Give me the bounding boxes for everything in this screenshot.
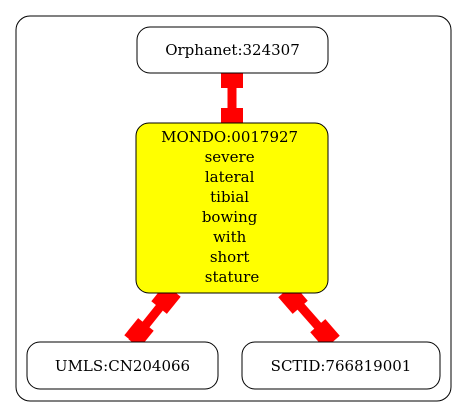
node-box [135, 122, 329, 294]
edge-end-cap [310, 319, 340, 349]
node-mondo[interactable]: MONDO:0017927 severe lateral tibial bowi… [135, 122, 329, 294]
node-label-line: bowing [202, 208, 258, 226]
node-label-line: short [210, 248, 250, 266]
node-label: SCTID:766819001 [271, 357, 412, 375]
node-label: Orphanet:324307 [165, 41, 300, 59]
node-label-line: with [213, 228, 247, 246]
node-label-line: MONDO:0017927 [161, 128, 298, 146]
node-label-line: severe [205, 148, 255, 166]
node-label-line: stature [205, 268, 260, 286]
node-label: UMLS:CN204066 [55, 357, 190, 375]
node-box [241, 341, 441, 390]
node-sctid[interactable]: SCTID:766819001 [241, 341, 441, 390]
node-box [26, 341, 219, 390]
edge-end-cap [124, 318, 154, 348]
node-orphanet[interactable]: Orphanet:324307 [136, 26, 329, 74]
node-label-line: tibial [210, 188, 249, 206]
node-umls[interactable]: UMLS:CN204066 [26, 341, 219, 390]
node-label-line: lateral [205, 168, 255, 186]
node-box [136, 26, 329, 74]
node-label: MONDO:0017927 severe lateral tibial bowi… [161, 128, 303, 286]
